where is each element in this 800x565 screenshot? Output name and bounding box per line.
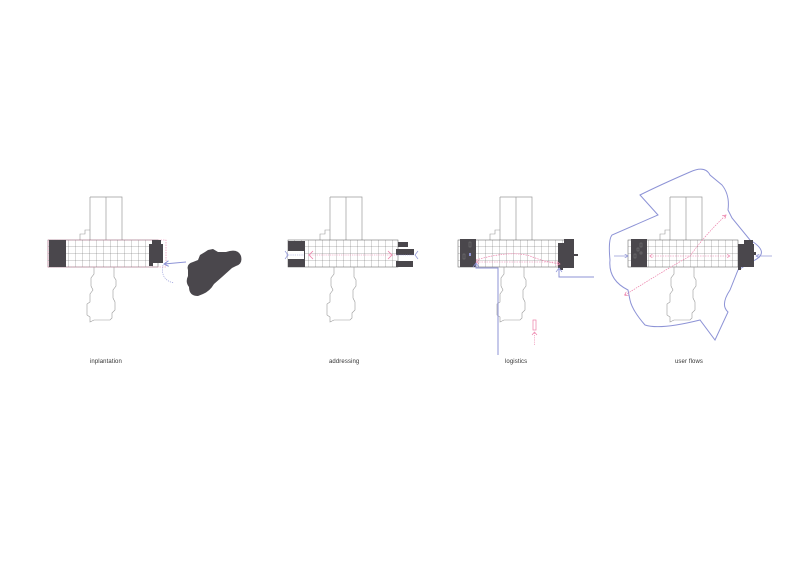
label-user-flows: user flows xyxy=(675,359,704,365)
label-logistics: logistics xyxy=(505,359,528,365)
diagram-user-flows xyxy=(608,168,772,341)
label-implantation: inplantation xyxy=(90,359,122,365)
diagram-implantation xyxy=(47,196,187,323)
diagram-logistics xyxy=(457,196,594,355)
diagram-addressing xyxy=(284,196,419,323)
label-addressing: addressing xyxy=(329,359,360,365)
site-plan-blob xyxy=(186,249,242,296)
